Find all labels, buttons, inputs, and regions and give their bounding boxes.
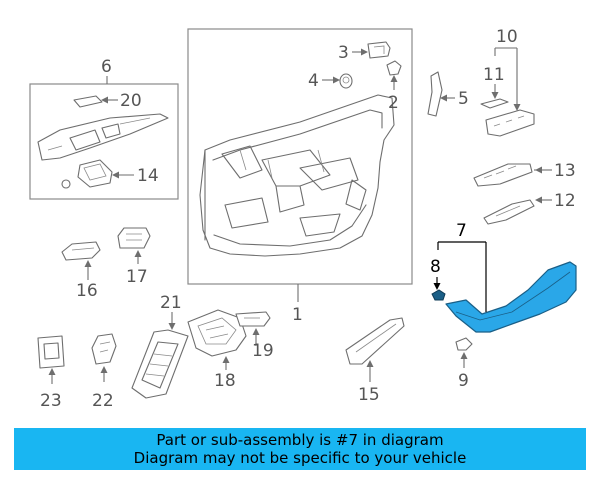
part-14-switch-bezel: 14 — [61, 159, 159, 189]
callout-11-label: 11 — [483, 65, 505, 85]
part-21-switch-panel: 21 — [131, 293, 189, 399]
part-11-switch: 11 — [480, 65, 509, 109]
callout-12-label: 12 — [554, 191, 576, 211]
callout-8-label: 8 — [430, 257, 441, 277]
part-6-armrest-group: 6 — [29, 57, 179, 200]
part-8-clip: 8 — [430, 257, 446, 301]
callout-6-label: 6 — [101, 57, 112, 77]
callout-1: 1 — [292, 284, 303, 325]
callout-7-label: 7 — [456, 221, 467, 241]
part-13-window-switch: 13 — [473, 161, 576, 187]
banner-line-1: Part or sub-assembly is #7 in diagram — [156, 431, 444, 449]
part-5-trim-strip: 5 — [427, 71, 469, 117]
callout-14-label: 14 — [137, 166, 159, 186]
callout-19-label: 19 — [252, 341, 274, 361]
banner-line-2: Diagram may not be specific to your vehi… — [133, 449, 467, 467]
callout-9-label: 9 — [458, 371, 469, 391]
part-23-switch: 23 — [37, 335, 65, 411]
callout-5-label: 5 — [458, 89, 469, 109]
part-4-fastener: 4 — [308, 71, 353, 91]
callout-18-label: 18 — [214, 371, 236, 391]
part-10-switch-assembly: 10 — [485, 27, 535, 137]
part-1-door-trim-panel — [187, 28, 413, 285]
part-3-clip: 3 — [338, 41, 391, 63]
callout-13-label: 13 — [554, 161, 576, 181]
callout-17-label: 17 — [126, 267, 148, 287]
callout-3-label: 3 — [338, 43, 349, 63]
callout-22-label: 22 — [92, 391, 114, 411]
callout-1-label: 1 — [292, 305, 303, 325]
part-9-clip: 9 — [455, 337, 473, 391]
part-18-bezel: 18 — [187, 309, 247, 391]
callout-21-label: 21 — [160, 293, 182, 313]
part-2-clip: 2 — [386, 60, 402, 113]
part-1-group-box — [187, 28, 413, 285]
part-17-switch: 17 — [117, 227, 151, 287]
part-19-bracket: 19 — [235, 311, 274, 361]
parts-diagram: 1 3 4 2 5 6 — [29, 27, 577, 411]
part-20-handle: 20 — [73, 91, 142, 111]
callout-2-label: 2 — [388, 93, 399, 113]
part-12-switch-panel: 12 — [483, 191, 576, 225]
part-16-switch: 16 — [61, 241, 101, 301]
part-7-highlighted-trim: 7 — [437, 221, 577, 333]
part-15-trim-cover: 15 — [345, 317, 405, 405]
callout-23-label: 23 — [40, 391, 62, 411]
callout-20-label: 20 — [120, 91, 142, 111]
info-banner: Part or sub-assembly is #7 in diagram Di… — [14, 428, 586, 470]
callout-4-label: 4 — [308, 71, 319, 91]
part-22-switch-cover: 22 — [91, 333, 117, 411]
callout-15-label: 15 — [358, 385, 380, 405]
callout-10-label: 10 — [496, 27, 518, 47]
callout-16-label: 16 — [76, 281, 98, 301]
